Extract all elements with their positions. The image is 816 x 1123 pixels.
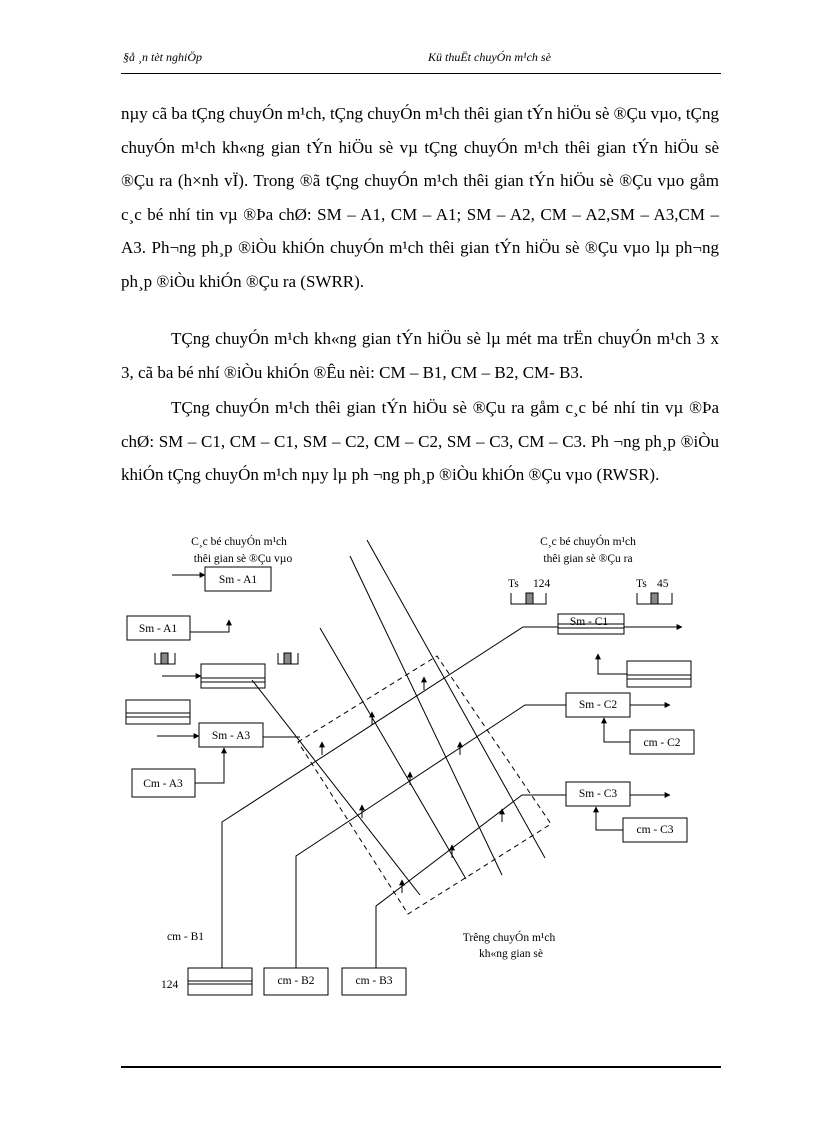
cm-c2-label: cm - C2 [643,737,680,749]
space-stage-line-1: Trêng chuyÓn m¹ch [463,930,556,944]
cm-b2-label: cm - B2 [277,975,314,987]
cm-a3-label: Cm - A3 [143,778,183,790]
bus-b3-line [375,794,566,968]
sm-a1-label: Sm - A1 [139,623,178,635]
switch-diagram: C¸c bé chuyÓn m¹ch thêi gian sè ®Çu vµo … [125,534,695,996]
crosspoint-line [349,555,503,876]
ts-label-2: Ts [636,578,647,590]
memory-block-a3 [125,699,191,725]
bus-b2-line [295,704,566,968]
footer-rule [121,1066,721,1068]
sm-c2-label: Sm - C2 [579,699,618,711]
sm-a1-top-box [204,566,272,592]
header-left-title: §å ¸n tèt nghiÖp [123,50,202,64]
header-right-title: Kü thuËt chuyÓn m¹ch sè [428,50,551,64]
sm-c3-label: Sm - C3 [579,788,618,800]
input-title-line-2: thêi gian sè ®Çu vµo [194,553,293,565]
space-stage-line-2: kh«ng gian sè [479,948,543,960]
ts-label-1: Ts [508,578,519,590]
ts-value-2: 45 [657,578,669,590]
crosspoint-line [319,627,467,880]
crosspoint-line [251,679,421,896]
sm-a3-label: Sm - A3 [212,730,251,742]
output-title-line-1: C¸c bé chuyÓn m¹ch [540,534,636,548]
sm-c3-box [565,781,631,807]
memory-block-c1 [626,660,692,688]
cm-b3-label: cm - B3 [355,975,392,987]
output-title-line-2: thêi gian sè ®Çu ra [543,553,632,565]
sm-a1-box [126,615,191,641]
cm-b3-box [341,967,407,996]
sm-a1-top-label: Sm - A1 [219,574,258,586]
paragraph-2: TÇng chuyÓn m¹ch kh«ng gian tÝn hiÖu sè … [121,329,719,382]
cm-b1-label: cm - B1 [167,931,204,943]
paragraph-3: TÇng chuyÓn m¹ch thêi gian tÝn hiÖu sè ®… [121,398,719,484]
ts-value-1: 124 [533,578,551,590]
header-rule [121,73,721,74]
cm-b2-box [263,967,329,996]
bus-b1-line [221,626,558,968]
space-switch-boundary [297,655,552,915]
value-124-label: 124 [161,979,179,991]
paragraph-1: nµy cã ba tÇng chuyÓn m¹ch, tÇng chuyÓn … [121,104,719,291]
cm-c3-label: cm - C3 [636,824,673,836]
input-title-line-1: C¸c bé chuyÓn m¹ch [191,534,287,548]
crosspoint-line [366,539,546,859]
sm-c1-label: Sm - C1 [570,616,609,628]
